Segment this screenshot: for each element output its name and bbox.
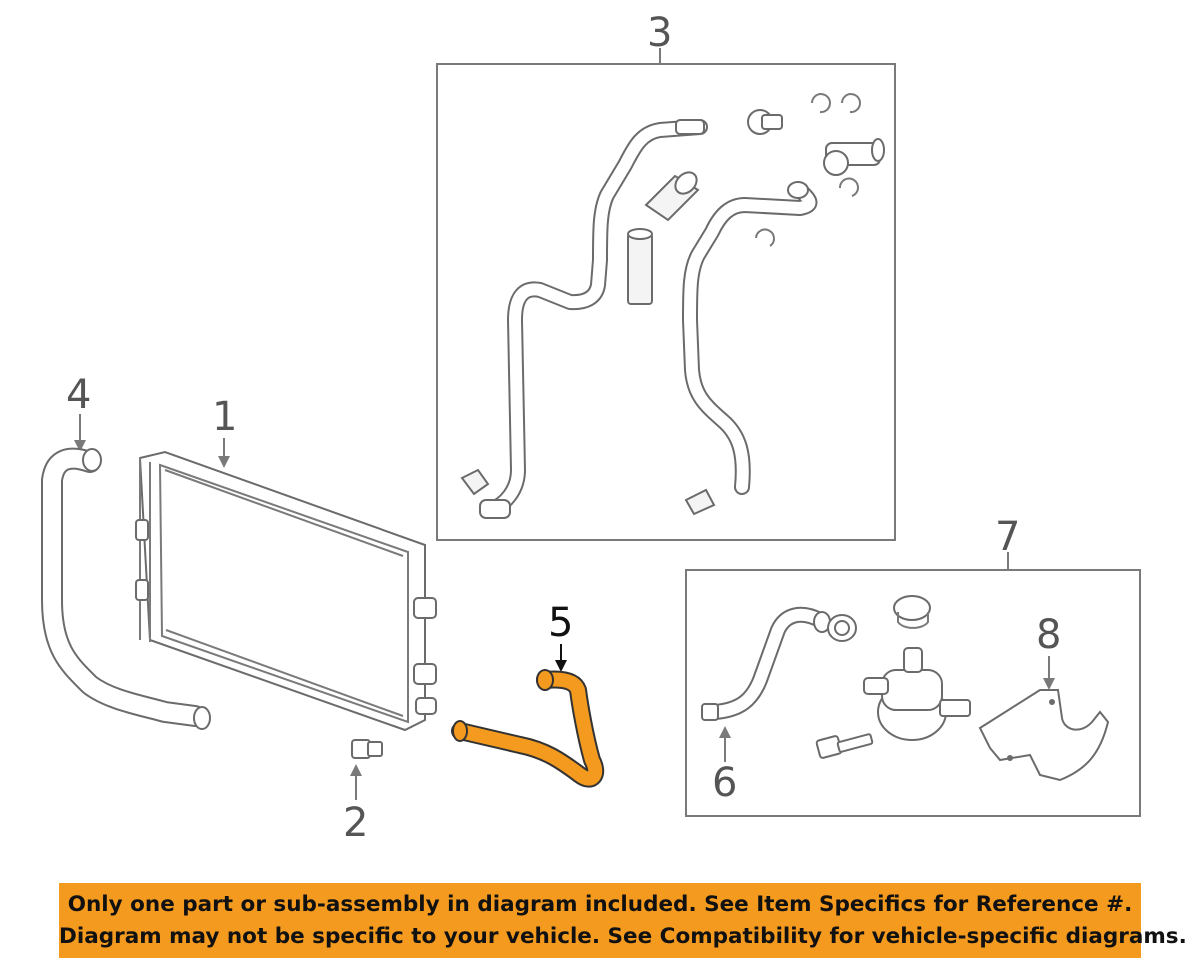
hose-fitting — [747, 109, 783, 135]
hose-sleeve-straight — [627, 228, 653, 305]
heater-hose-left — [479, 119, 708, 519]
callout-7: 7 — [995, 514, 1020, 560]
callout-1: 1 — [212, 394, 237, 440]
hose-connector-tee — [823, 138, 885, 176]
radiator-1: 1 — [135, 394, 437, 732]
callout-4: 4 — [66, 372, 91, 418]
sub-assembly-box-3: 3 — [436, 10, 896, 541]
hose-clamp-bracket — [460, 468, 716, 516]
pump-hose-6: 6 — [701, 606, 831, 806]
sub-assembly-box-7: 7 6 8 — [685, 514, 1141, 817]
pump-bracket-8: 8 — [978, 612, 1110, 782]
coolant-hose-5-highlighted: 5 — [451, 600, 605, 788]
hose-clamp — [827, 595, 931, 642]
callout-8: 8 — [1036, 612, 1061, 658]
disclaimer-banner: Only one part or sub-assembly in diagram… — [59, 883, 1187, 958]
hose-sleeve-angled — [644, 171, 700, 222]
callout-2: 2 — [343, 800, 368, 846]
pump-bolt — [815, 733, 874, 759]
drain-plug-2: 2 — [343, 739, 383, 846]
radiator-inlet-hose-4: 4 — [41, 372, 211, 730]
auxiliary-water-pump — [863, 647, 971, 741]
hose-clip — [755, 93, 861, 247]
disclaimer-line-1: Only one part or sub-assembly in diagram… — [67, 892, 1133, 917]
callout-6: 6 — [712, 760, 737, 806]
disclaimer-line-2: Diagram may not be specific to your vehi… — [59, 924, 1187, 949]
callout-5: 5 — [548, 600, 573, 646]
callout-3: 3 — [647, 10, 672, 56]
heater-hose-right — [682, 181, 818, 495]
